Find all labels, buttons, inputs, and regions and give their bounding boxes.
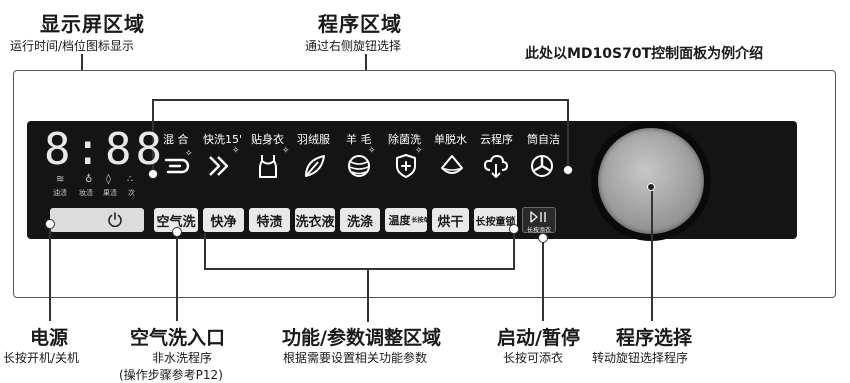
power-callout-subtitle: 长按开机/关机 (3, 351, 80, 365)
air-wash-pointer-line (176, 232, 178, 321)
program-label-mix: 混 合 (163, 133, 189, 146)
indicator-fruit: 果渍 (103, 189, 117, 197)
select-callout-title: 程序选择 (616, 327, 693, 349)
wifi-icon: ≋ (56, 174, 65, 185)
power-icon (108, 212, 122, 228)
display-area-subtitle: 运行时间/档位图标显示 (10, 39, 135, 53)
sparkle-icon: ✧ (368, 146, 376, 156)
program-bracket-left (152, 99, 154, 173)
temperature-button[interactable]: 温度 长按单烘 (385, 208, 436, 232)
air-wash-pointer-dot (172, 227, 182, 237)
function-bracket-bottom (204, 268, 515, 270)
cloud-download-icon (483, 154, 509, 178)
program-label-fast-wash: 快洗15' (203, 133, 243, 146)
power-pointer-dot (45, 219, 55, 229)
function-callout-title: 功能/参数调整区域 (282, 327, 441, 349)
program-label-underwear: 贴身衣 (251, 133, 284, 146)
program-label-wool: 羊 毛 (346, 133, 372, 146)
function-bracket-right (513, 233, 515, 269)
wool-icon (348, 155, 370, 177)
program-label-cloud: 云程序 (480, 133, 513, 146)
knob-pointer-line (651, 191, 653, 321)
play-pause-icon (530, 211, 546, 223)
knob-center-dot (647, 183, 655, 191)
power-pointer-line (49, 224, 51, 321)
program-label-sterilize: 除菌洗 (388, 133, 421, 146)
shield-plus-icon (396, 154, 416, 178)
function-callout-subtitle: 根据需要设置相关功能参数 (283, 351, 428, 365)
temperature-longpress-label: 长按单烘 (411, 216, 436, 224)
bottle-icon: ♁ (85, 174, 93, 185)
feather-icon (305, 155, 325, 177)
function-pointer-line (367, 268, 369, 322)
function-bracket-left (204, 233, 206, 269)
wash-button[interactable]: 洗涤 (340, 208, 380, 232)
air-wash-callout-note: (操作步骤参考P12) (119, 368, 223, 382)
program-area-title: 程序区域 (318, 12, 402, 36)
program-label-spin: 单脱水 (434, 133, 467, 146)
spin-icon (441, 155, 463, 174)
program-bracket-dot-right (563, 165, 573, 175)
model-note: 此处以MD10S70T控制面板为例介绍 (525, 46, 764, 62)
power-button[interactable] (50, 208, 144, 232)
indicator-makeup: 妆渍 (79, 189, 93, 197)
program-label-down: 羽绒服 (297, 133, 330, 146)
function-bracket-dot (509, 224, 519, 234)
display-area-title: 显示屏区域 (40, 12, 145, 36)
air-wash-callout-title: 空气洗入口 (130, 327, 226, 349)
program-area-subtitle: 通过右侧旋钮选择 (305, 39, 402, 53)
indicator-oil: 油渍 (53, 189, 67, 197)
power-callout-title: 电源 (30, 327, 69, 349)
start-pointer-dot (538, 233, 548, 243)
mix-icon (164, 158, 190, 174)
stain-button[interactable]: 特渍 (249, 208, 290, 232)
start-callout-subtitle: 长按可添衣 (503, 351, 564, 365)
count-icon: ∴ (127, 174, 134, 185)
pause-longpress-label: 长按添衣 (526, 227, 551, 234)
start-pointer-line (542, 238, 544, 321)
air-wash-button[interactable]: 空气洗 (154, 208, 198, 232)
drop-icon: ◊ (106, 174, 111, 185)
sparkle-icon: ✧ (232, 146, 240, 156)
detergent-button[interactable]: 洗衣液 (295, 208, 335, 232)
program-bracket-dot-left (148, 169, 158, 179)
select-callout-subtitle: 转动旋钮选择程序 (592, 351, 689, 365)
start-pause-button[interactable]: 长按添衣 (522, 207, 556, 234)
lcd-digits: 8:88 (44, 124, 166, 175)
dry-button[interactable]: 烘干 (432, 208, 469, 232)
sparkle-icon: ✧ (185, 149, 193, 159)
sparkle-icon: ✧ (282, 146, 290, 156)
drum-clean-icon (531, 155, 553, 177)
program-label-drum-clean: 筒自洁 (527, 133, 560, 146)
program-bracket-top (152, 99, 568, 101)
sparkle-icon: ✧ (415, 146, 423, 156)
indicator-times: 次 (128, 189, 135, 197)
start-callout-title: 启动/暂停 (497, 327, 580, 349)
air-wash-callout-subtitle: 非水洗程序 (152, 351, 213, 365)
fast-wash-icon (209, 156, 229, 176)
temperature-label: 温度 (388, 214, 411, 227)
quick-clean-button[interactable]: 快净 (203, 208, 244, 232)
program-bracket-right (567, 99, 569, 169)
underwear-icon (259, 155, 277, 178)
